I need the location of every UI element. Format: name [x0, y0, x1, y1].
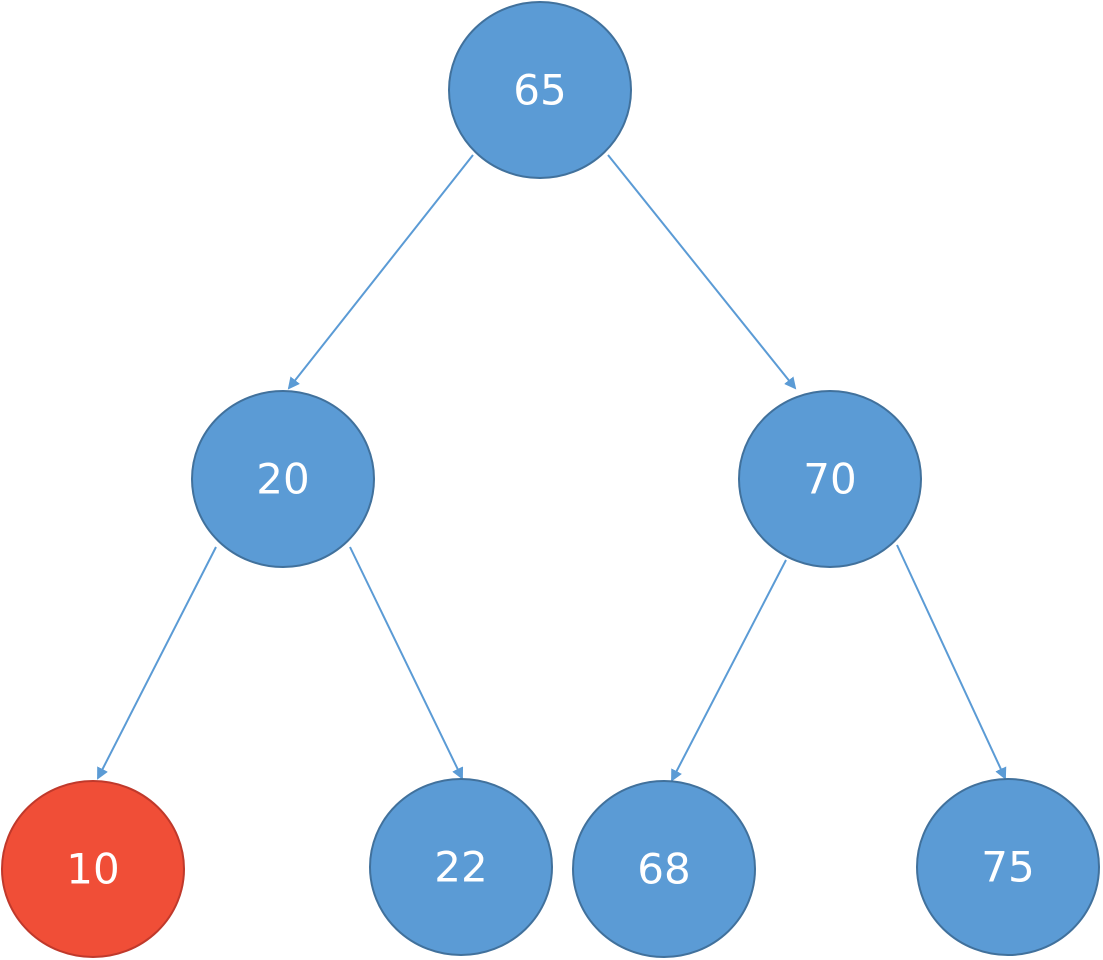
node-circle [448, 1, 632, 179]
node-label: 20 [256, 455, 309, 504]
tree-node-left-right: 22 [369, 778, 553, 956]
edge-65-to-20 [287, 154, 474, 390]
node-label: 75 [981, 843, 1034, 892]
node-circle [738, 390, 922, 568]
tree-node-right: 70 [738, 390, 922, 568]
edges [97, 154, 1007, 782]
node-label: 70 [803, 455, 856, 504]
tree-node-right-right: 75 [916, 778, 1100, 956]
tree-node-left-left-highlighted: 10 [1, 780, 185, 958]
node-label: 68 [637, 845, 690, 894]
edge-70-to-68 [671, 559, 787, 782]
node-label: 10 [66, 845, 119, 894]
edge-20-to-22 [349, 546, 464, 780]
node-circle [191, 390, 375, 568]
node-label: 22 [434, 843, 487, 892]
node-circle [572, 780, 756, 958]
tree-node-right-left: 68 [572, 780, 756, 958]
edge-70-to-75 [896, 544, 1007, 780]
tree-node-root: 65 [448, 1, 632, 179]
node-circle [369, 778, 553, 956]
tree-node-left: 20 [191, 390, 375, 568]
node-circle [916, 778, 1100, 956]
node-label: 65 [513, 66, 566, 115]
edge-65-to-70 [607, 154, 797, 390]
node-circle-highlighted [1, 780, 185, 958]
edge-20-to-10 [97, 546, 217, 780]
